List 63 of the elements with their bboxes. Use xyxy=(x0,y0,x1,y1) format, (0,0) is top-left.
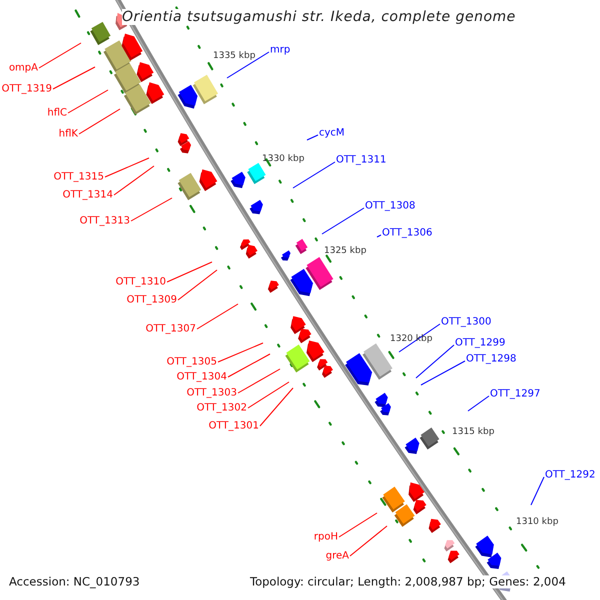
leader-line xyxy=(196,304,238,330)
gene-label: OTT_1307 xyxy=(146,323,196,335)
gene-label: hflC xyxy=(47,107,67,119)
leader-line xyxy=(114,166,154,196)
leader-line xyxy=(530,476,544,506)
leader-line xyxy=(468,396,490,412)
leader-line xyxy=(38,42,82,68)
tick-label: 1325 kbp xyxy=(324,246,366,256)
tick-label: 1330 kbp xyxy=(262,154,304,164)
leader-line xyxy=(306,134,318,140)
tick-label: 1335 kbp xyxy=(213,50,256,62)
leader-line xyxy=(178,270,218,300)
gene-label: mrp xyxy=(270,44,290,56)
gene-label: OTT_1310 xyxy=(116,276,166,288)
gene-label: ompA xyxy=(8,62,38,74)
gene-label: OTT_1315 xyxy=(54,171,104,183)
footer-text: Topology: circular; Length: 2,008,987 bp; Genes: 2,004 xyxy=(250,575,566,589)
gene-label: OTT_1311 xyxy=(336,154,386,166)
gene-label: greA xyxy=(326,550,349,562)
gene-label: hflK xyxy=(58,128,78,140)
leader-line xyxy=(78,108,120,134)
gene-label: rpoH xyxy=(314,531,338,543)
gene-label: OTT_1299 xyxy=(455,337,506,349)
leader-line xyxy=(228,354,270,378)
gene-label: OTT_1304 xyxy=(176,371,227,383)
gene-label: OTT_1313 xyxy=(80,215,130,227)
leader-line xyxy=(238,368,280,394)
gene-label: OTT_1302 xyxy=(196,402,247,414)
leader-line xyxy=(104,158,150,178)
gene-label: OTT_1300 xyxy=(441,316,492,328)
leader-line xyxy=(292,162,336,188)
gene-label: OTT_1314 xyxy=(62,189,113,201)
gene-label: OTT_1301 xyxy=(208,420,259,432)
tick-label: 1315 kbp xyxy=(452,426,494,438)
leader-line xyxy=(350,526,388,556)
tick-label: 1320 kbp xyxy=(390,334,432,344)
leader-line xyxy=(68,90,108,114)
leader-line xyxy=(398,324,440,352)
leader-line xyxy=(52,66,96,90)
leader-line xyxy=(130,198,172,222)
leader-line xyxy=(166,262,212,282)
leader-line xyxy=(420,360,466,386)
footer-text: Accession: NC_010793 xyxy=(9,575,140,589)
gene-label: OTT_1319 xyxy=(2,83,52,95)
gene-label: OTT_1305 xyxy=(166,356,217,368)
leader-line xyxy=(260,388,294,426)
leader-line xyxy=(226,52,270,78)
gene-label: OTT_1298 xyxy=(466,353,516,365)
leader-line xyxy=(218,342,264,362)
gene-label: OTT_1306 xyxy=(382,227,432,239)
leader-line xyxy=(416,344,454,378)
gene-label: OTT_1309 xyxy=(126,294,177,306)
tick-label: 1310 kbp xyxy=(516,516,558,528)
leader-line xyxy=(338,512,378,538)
gene-label: OTT_1303 xyxy=(186,387,237,399)
gene-label: OTT_1292 xyxy=(545,469,596,481)
gene-label: cycM xyxy=(319,127,345,139)
leader-line xyxy=(248,382,290,408)
leader-line xyxy=(322,208,364,234)
gene-label: OTT_1297 xyxy=(490,388,540,400)
gene-label: OTT_1308 xyxy=(365,200,416,212)
leader-line xyxy=(376,234,382,238)
title: Orientia tsutsugamushi str. Ikeda, complete genome xyxy=(122,9,516,26)
